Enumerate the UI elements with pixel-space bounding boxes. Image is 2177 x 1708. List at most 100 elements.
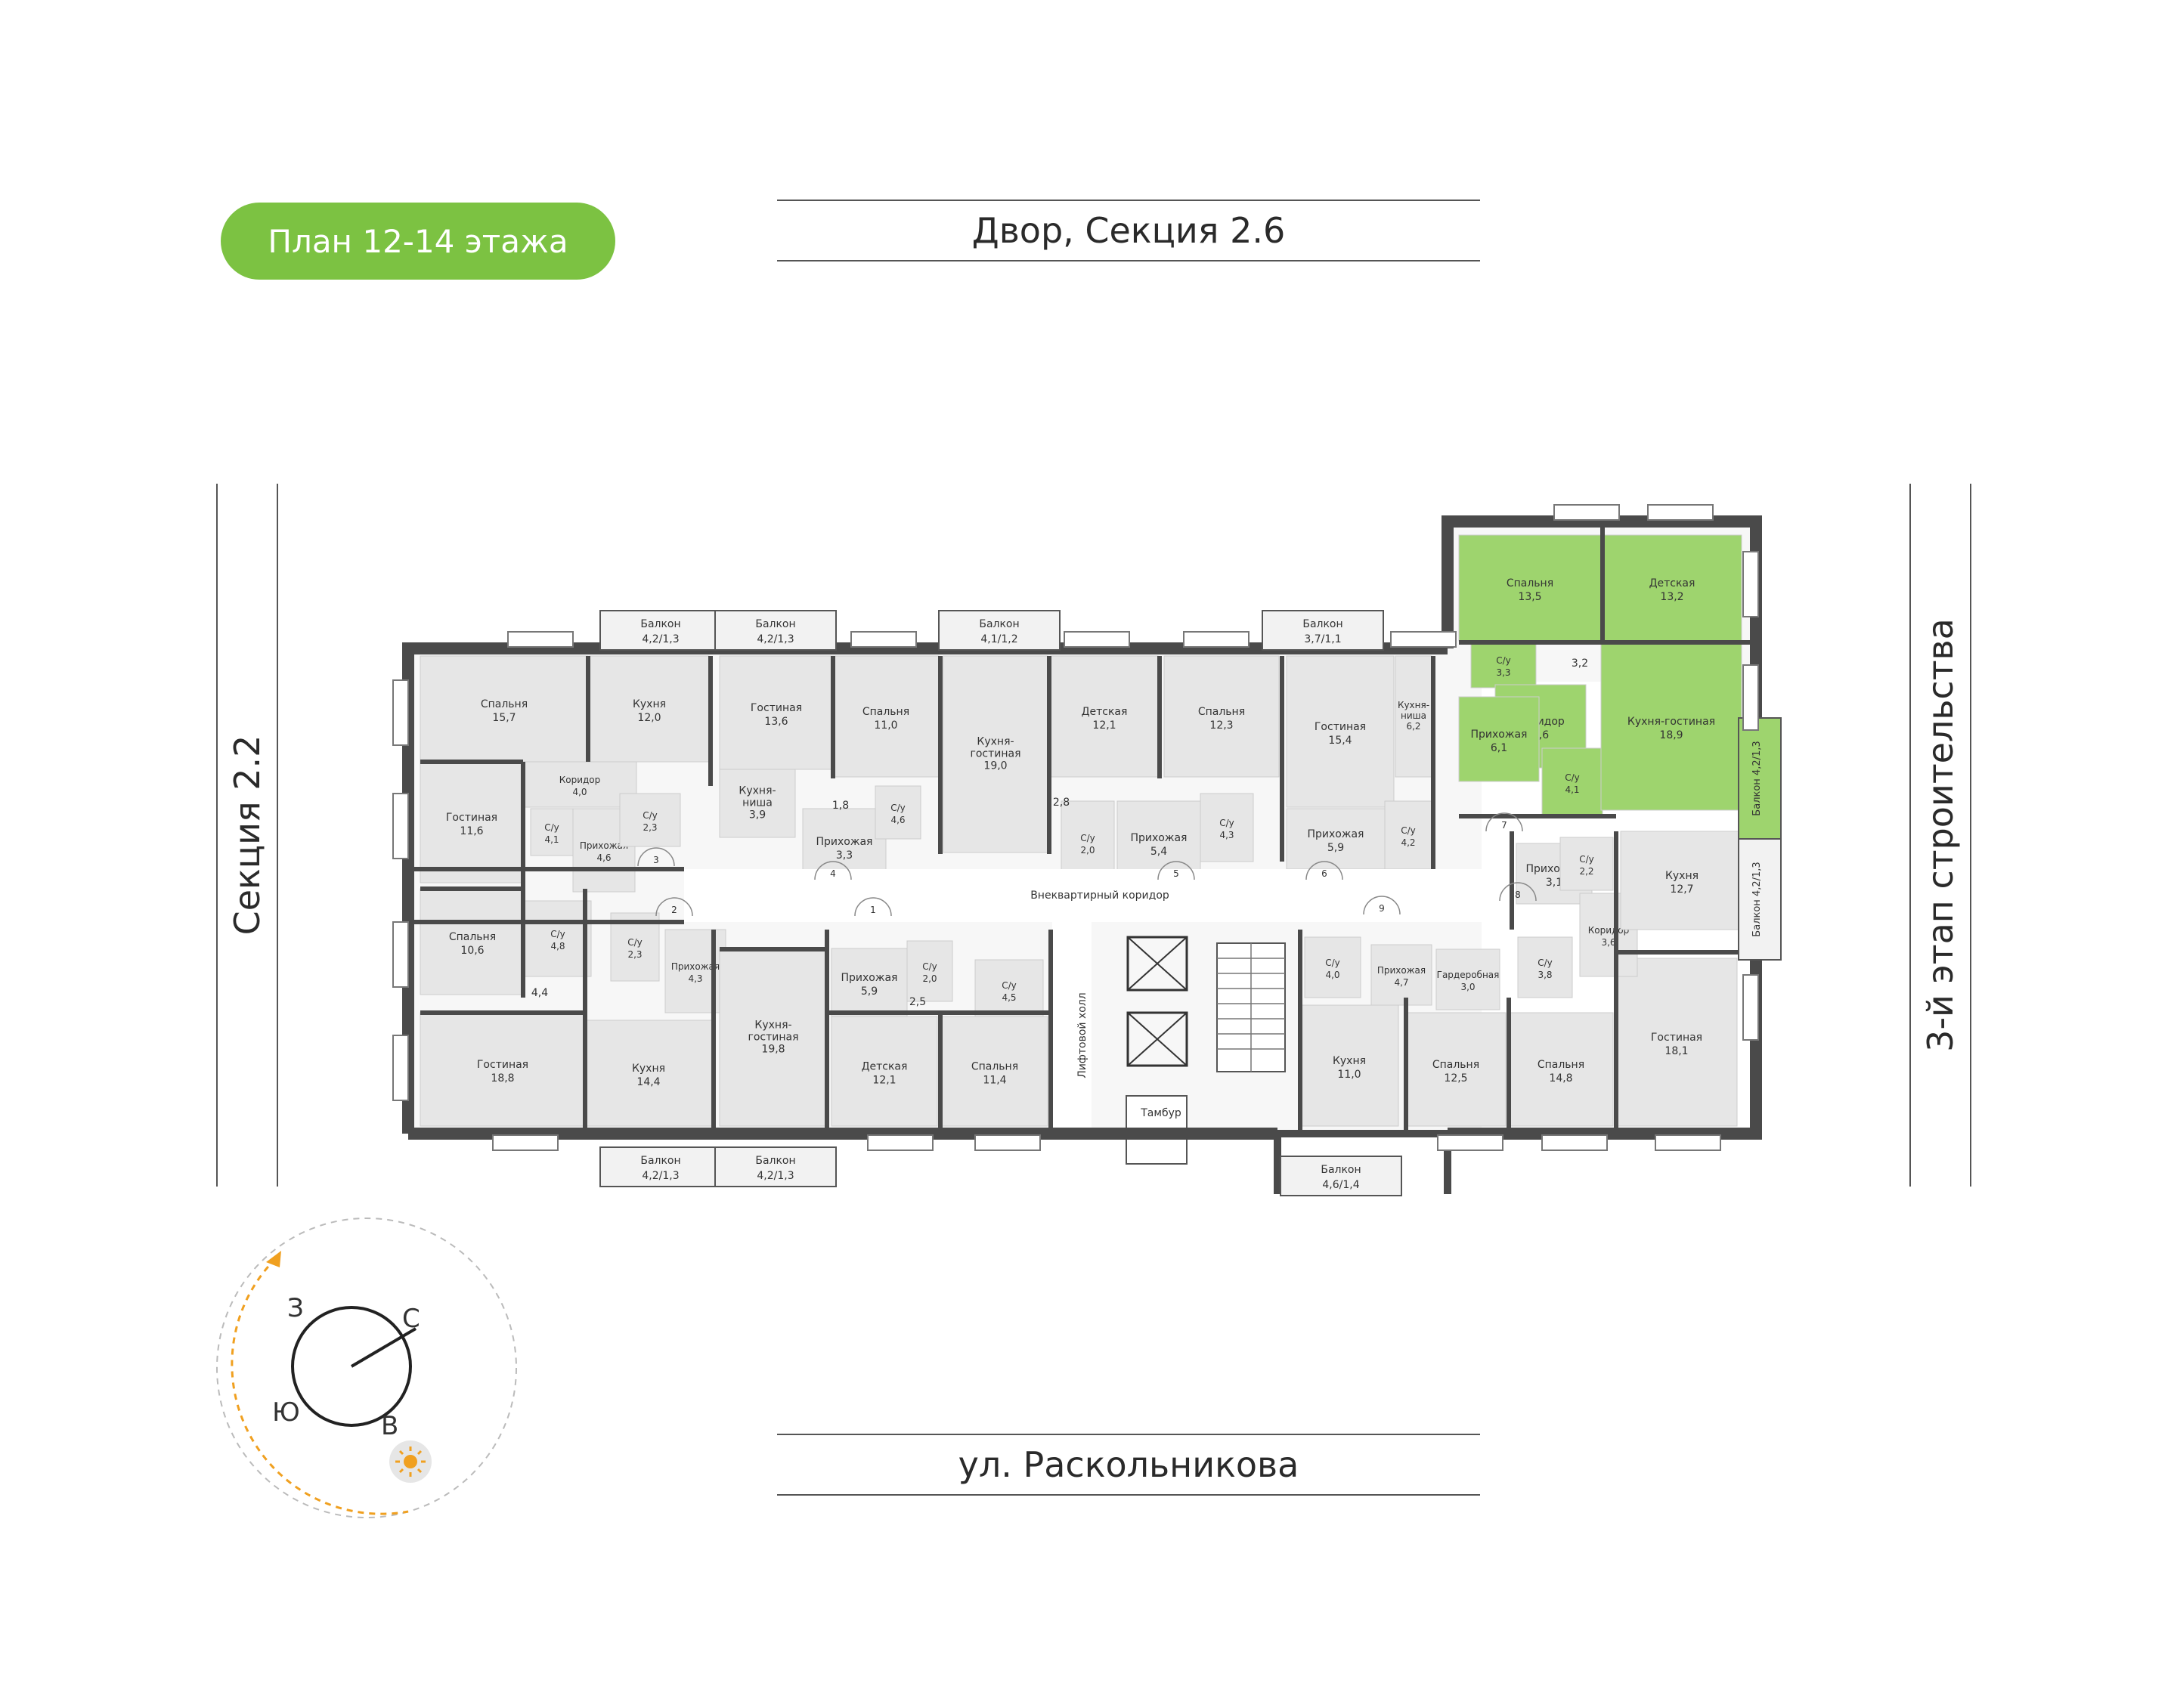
room-name: С/у [643, 810, 658, 821]
window-icon [867, 1134, 934, 1151]
room-area: 4,8 [550, 941, 565, 951]
room-area: 4,2 [1401, 837, 1415, 848]
room-area: 2,3 [627, 949, 642, 960]
balcony-label: Балкон [640, 1155, 680, 1167]
door-swing-icon [655, 897, 693, 917]
room-area-shape [1299, 1004, 1399, 1127]
room-area-shape [941, 1016, 1048, 1127]
room-name: Детская [1649, 577, 1695, 589]
room-area: 6,1 [1491, 742, 1507, 754]
door-swing-icon [854, 897, 892, 917]
room-name: С/у [1579, 854, 1594, 865]
room-area: 2,2 [1579, 866, 1593, 877]
room-area-shape [420, 888, 525, 995]
room-name: Кухня- [977, 735, 1014, 747]
room-name: С/у [1496, 655, 1511, 666]
room-area: 5,9 [861, 986, 878, 998]
compass-north: С [402, 1304, 420, 1334]
window-icon [392, 679, 409, 746]
room-area-shape [1508, 1012, 1614, 1127]
window-icon [392, 1035, 409, 1101]
top-orientation-label: Двор, Секция 2.6 [777, 200, 1480, 261]
compass-needle-icon [350, 1327, 417, 1368]
room-name: С/у [544, 822, 559, 833]
window-icon [1183, 631, 1250, 648]
room-area: 15,4 [1328, 735, 1352, 747]
sun-icon [404, 1455, 417, 1468]
room-area: 3,3 [836, 849, 853, 862]
room-area: 4,0 [1325, 970, 1339, 980]
room-name: ниша [742, 797, 773, 809]
room-area: 4,1 [544, 834, 559, 845]
room-name: С/у [1565, 772, 1580, 783]
room: С/у4,2 [1384, 800, 1432, 870]
room-area: 3,6 [1601, 937, 1615, 948]
balcony-outline [1262, 610, 1384, 651]
room-area-shape [1559, 837, 1614, 891]
room-name: гостиная [748, 1032, 798, 1044]
room-area-shape [1600, 642, 1742, 811]
balcony-outline [1738, 717, 1782, 840]
room-name: Кухня [633, 698, 666, 710]
room-area-shape [875, 785, 921, 840]
room-area-shape [589, 655, 710, 763]
room-area: 12,5 [1444, 1072, 1467, 1085]
room-area: 3,9 [749, 809, 766, 822]
door-number: 5 [1157, 861, 1195, 880]
rooms-layer: Спальня15,7Кухня12,0Гостиная13,6Спальня1… [420, 534, 1744, 1127]
door-number: 7 [1485, 812, 1523, 832]
room-name: С/у [1325, 958, 1340, 968]
window-icon [1064, 631, 1130, 648]
room-area-shape [420, 655, 589, 763]
room-name: ниша [1401, 710, 1426, 721]
room-area: 18,8 [491, 1072, 514, 1085]
window-icon [507, 631, 574, 648]
window-icon [1541, 1134, 1608, 1151]
room-area-shape [831, 1016, 938, 1127]
room-name: Спальня [449, 931, 496, 943]
door-number-label: 2 [671, 905, 677, 915]
room-name: Спальня [1198, 706, 1245, 718]
room-name: Коридор [559, 775, 601, 785]
room-area: 15,7 [492, 712, 516, 724]
room-name: С/у [1219, 818, 1234, 828]
room-area: 12,0 [637, 712, 661, 724]
left-orientation-label: Секция 2.2 [216, 484, 278, 1187]
door-number-label: 1 [870, 905, 876, 915]
small-area-value: 3,2 [1572, 658, 1588, 670]
balcony: Балкон 4,2/1,3 [1738, 838, 1782, 961]
room-name: Детская [862, 1061, 908, 1073]
door-swing-icon [814, 861, 852, 880]
room-name: Кухня [1333, 1055, 1366, 1067]
room-area-shape [420, 1012, 586, 1127]
door-number: 4 [814, 861, 852, 880]
balcony-area: 4,2/1,3 [757, 1170, 794, 1182]
compass-east: В [381, 1411, 398, 1441]
door-number-label: 5 [1173, 868, 1179, 879]
room-area: 19,0 [983, 760, 1007, 772]
door-swing-icon [1499, 882, 1537, 902]
door-number: 3 [637, 847, 675, 867]
room: С/у4,1 [1541, 747, 1603, 817]
room-area-shape [1458, 696, 1540, 782]
room-name: Прихожая [1377, 965, 1426, 976]
room-area-shape [943, 655, 1048, 853]
balcony-label: Балкон [979, 618, 1019, 630]
balcony-label: Балкон 4,2/1,3 [1751, 741, 1763, 815]
balcony-label: Балкон [755, 618, 795, 630]
room-area-shape [522, 761, 637, 808]
compass: С В Ю З [216, 1218, 517, 1518]
compass-ring-icon [291, 1306, 412, 1427]
room-area-shape [719, 655, 834, 770]
